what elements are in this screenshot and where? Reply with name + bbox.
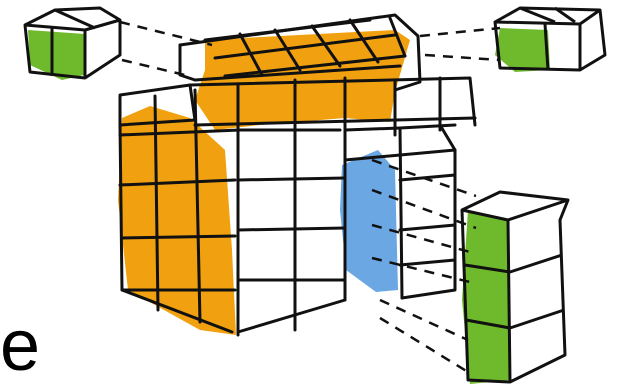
corner-letter: e [0, 310, 40, 382]
blue-inner-wash [340, 150, 398, 292]
green-column-wash [462, 210, 510, 384]
orange-left-wash [118, 106, 236, 335]
green-right-block-wash [495, 28, 550, 72]
